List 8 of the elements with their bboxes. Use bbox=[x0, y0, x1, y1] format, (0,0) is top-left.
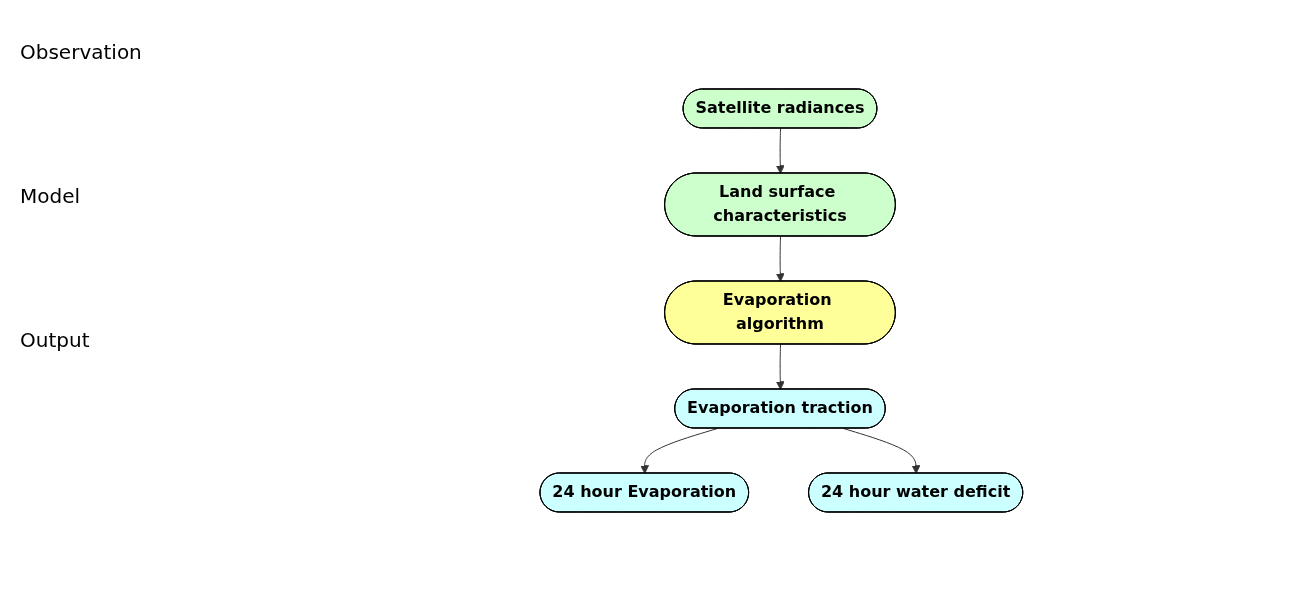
arrow bbox=[776, 128, 785, 174]
stage-label: Output bbox=[20, 328, 91, 352]
stage-label: Model bbox=[20, 184, 82, 208]
arrow bbox=[776, 344, 785, 390]
arrow bbox=[776, 236, 785, 282]
arrow bbox=[843, 428, 921, 474]
arrow bbox=[640, 428, 719, 474]
stage-label: Observation bbox=[20, 40, 143, 64]
